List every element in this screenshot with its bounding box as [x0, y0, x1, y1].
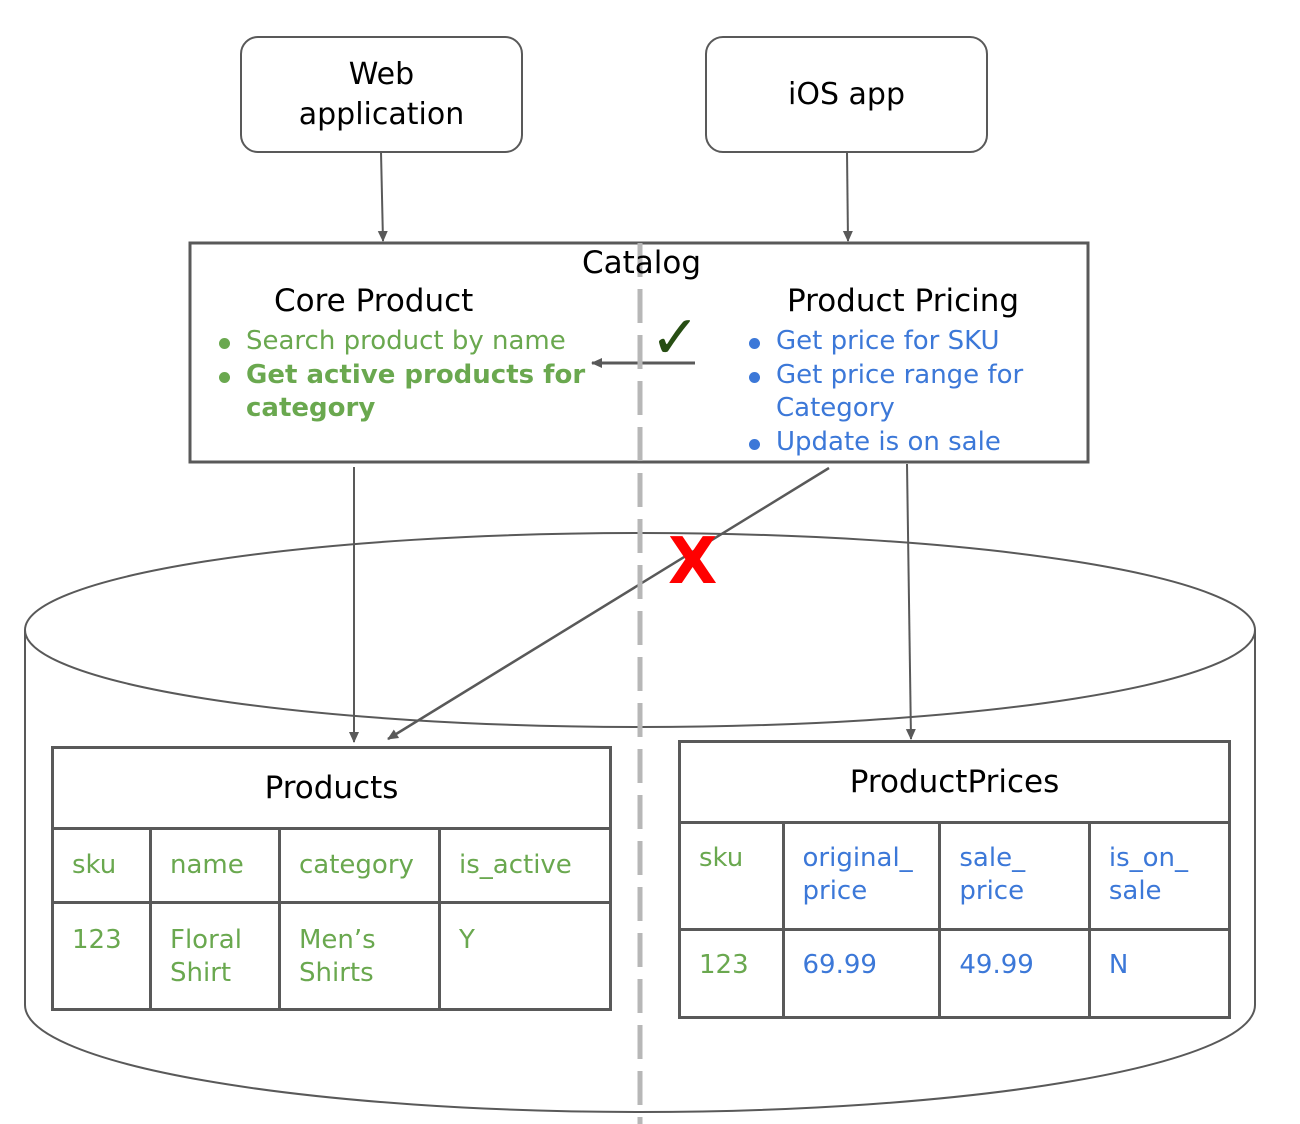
arrow-pricing-to-prices-table: [905, 463, 916, 740]
denied-x-icon: X: [668, 525, 718, 599]
product-prices-table: ProductPrices sku original_ price sale_ …: [678, 740, 1232, 1019]
arrow-ios-to-pricing: [842, 151, 853, 242]
core-op-search-by-name: Search product by name: [216, 325, 616, 359]
pricing-op-get-price-range: Get price range for Category: [746, 359, 1086, 426]
prices-cell-original-price: 69.99: [781, 928, 942, 1019]
allowed-check-icon: ✓: [650, 303, 701, 373]
product-prices-header-row: sku original_ price sale_ price is_on_ s…: [678, 821, 1232, 931]
prices-col-sku: sku: [678, 821, 785, 931]
product-pricing-operations: Get price for SKU Get price range for Ca…: [746, 325, 1086, 459]
products-table: Products sku name category is_active 123…: [51, 746, 612, 1011]
product-prices-table-title: ProductPrices: [678, 740, 1231, 824]
pricing-op-get-price-sku: Get price for SKU: [746, 325, 1086, 359]
arrow-web-to-core-product: [377, 151, 388, 242]
prices-cell-is-on-sale: N: [1087, 928, 1232, 1019]
ios-app-label: iOS app: [788, 76, 905, 112]
pricing-op-update-on-sale: Update is on sale: [746, 426, 1086, 460]
products-col-category: category: [278, 827, 441, 904]
prices-cell-sale-price: 49.99: [938, 928, 1091, 1019]
arrow-pricing-to-products-table-denied: [387, 466, 830, 741]
prices-col-is-on-sale: is_on_ sale: [1087, 821, 1232, 931]
products-header-row: sku name category is_active: [51, 827, 612, 904]
web-application-label-line2: application: [298, 96, 465, 132]
prices-col-sale-price: sale_ price: [938, 821, 1091, 931]
prices-col-original-price: original_ price: [781, 821, 942, 931]
product-pricing-title: Product Pricing: [787, 283, 1020, 319]
products-cell-is-active: Y: [438, 901, 612, 1011]
products-col-name: name: [149, 827, 281, 904]
products-cell-category: Men’s Shirts: [278, 901, 441, 1011]
products-table-title: Products: [51, 746, 612, 830]
core-product-operations: Search product by name Get active produc…: [216, 325, 616, 426]
core-product-title: Core Product: [274, 283, 474, 319]
catalog-title: Catalog: [582, 245, 702, 281]
prices-cell-sku: 123: [678, 928, 785, 1019]
core-op-get-active-for-category: Get active products for category: [216, 359, 616, 426]
products-col-sku: sku: [51, 827, 152, 904]
products-cell-sku: 123: [51, 901, 152, 1011]
products-cell-name: Floral Shirt: [149, 901, 281, 1011]
products-col-is-active: is_active: [438, 827, 612, 904]
web-application-box: Web application: [240, 36, 523, 153]
table-row: 123 Floral Shirt Men’s Shirts Y: [51, 901, 612, 1011]
table-row: 123 69.99 49.99 N: [678, 928, 1232, 1019]
web-application-label-line1: Web: [348, 56, 415, 92]
ios-app-box: iOS app: [705, 36, 988, 153]
